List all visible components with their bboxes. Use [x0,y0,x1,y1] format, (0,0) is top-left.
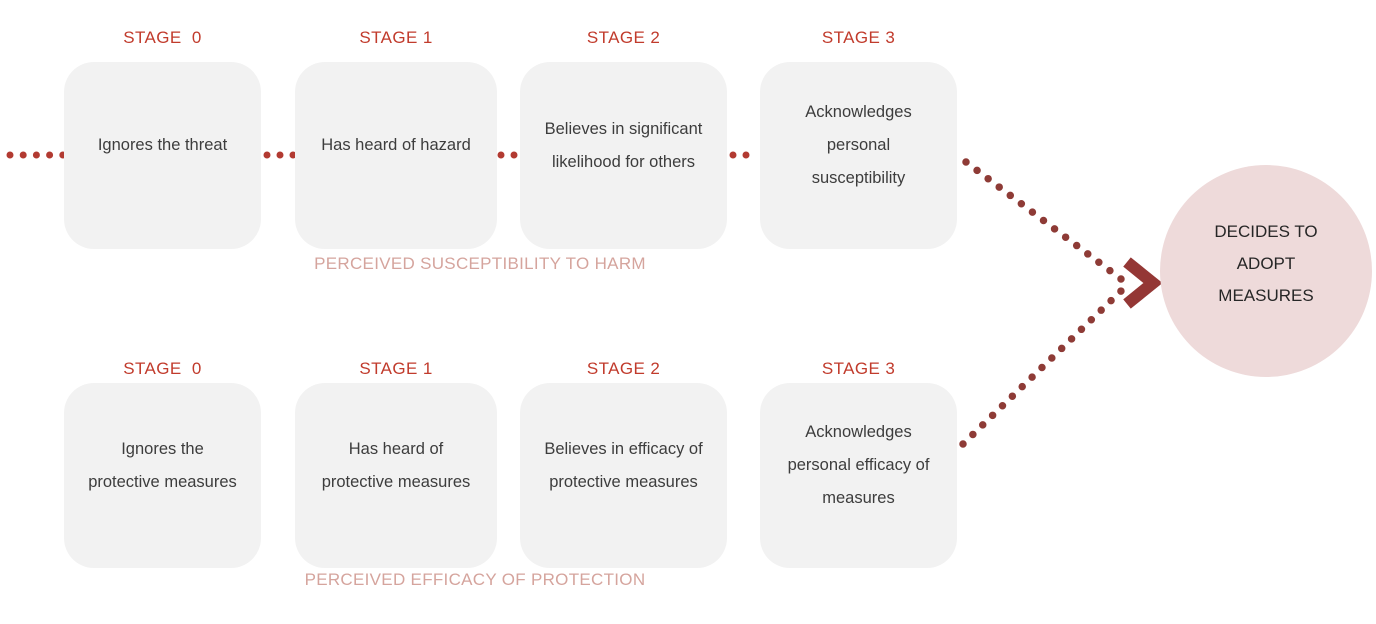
stage-box-harm-2: Believes in significant likelihood for o… [520,62,727,249]
stage-label-harm-3: STAGE 3 [821,28,896,47]
caption-efficacy: PERCEIVED EFFICACY OF PROTECTION [304,570,646,589]
stage-box-efficacy-3: Acknowledges personal efficacy of measur… [760,383,957,568]
stage-label-harm-0: STAGE 0 [123,28,202,47]
stage-box-efficacy-2: Believes in efficacy of protective measu… [520,383,727,568]
stage-box-harm-3: Acknowledges personal susceptibility [760,62,957,249]
stage-label-efficacy-1: STAGE 1 [359,359,433,378]
outcome-circle: DECIDES TO ADOPT MEASURES [1160,165,1372,377]
stage-label-efficacy-0: STAGE 0 [123,359,202,378]
stage-box-harm-0: Ignores the threat [64,62,261,249]
caption-susceptibility: PERCEIVED SUSCEPTIBILITY TO HARM [314,254,646,273]
stage-box-text: Has heard of protective measures [321,439,471,491]
stage-box-text: Ignores the threat [97,136,228,154]
stage-label-harm-1: STAGE 1 [359,28,433,47]
stage-box-efficacy-0: Ignores the protective measures [64,383,261,568]
outcome-text: DECIDES TO ADOPT MEASURES [1214,222,1318,305]
dotted-line-top-converge [962,158,1125,283]
stage-label-harm-2: STAGE 2 [586,28,661,47]
stage-box-text: Believes in significant likelihood for o… [544,119,703,171]
dotted-line-bottom-converge [959,287,1125,448]
stage-box-efficacy-1: Has heard of protective measures [295,383,497,568]
stage-label-efficacy-2: STAGE 2 [586,359,661,378]
stage-box-text: Believes in efficacy of protective measu… [544,439,703,491]
stage-box-text: Acknowledges personal efficacy of measur… [787,423,930,507]
stage-box-text: Has heard of hazard [321,136,471,154]
stage-label-efficacy-3: STAGE 3 [821,359,896,378]
stage-box-text: Acknowledges personal susceptibility [805,103,912,187]
stage-box-text: Ignores the protective measures [88,439,237,491]
stage-box-harm-1: Has heard of hazard [295,62,497,249]
arrowhead-icon [1123,257,1163,309]
